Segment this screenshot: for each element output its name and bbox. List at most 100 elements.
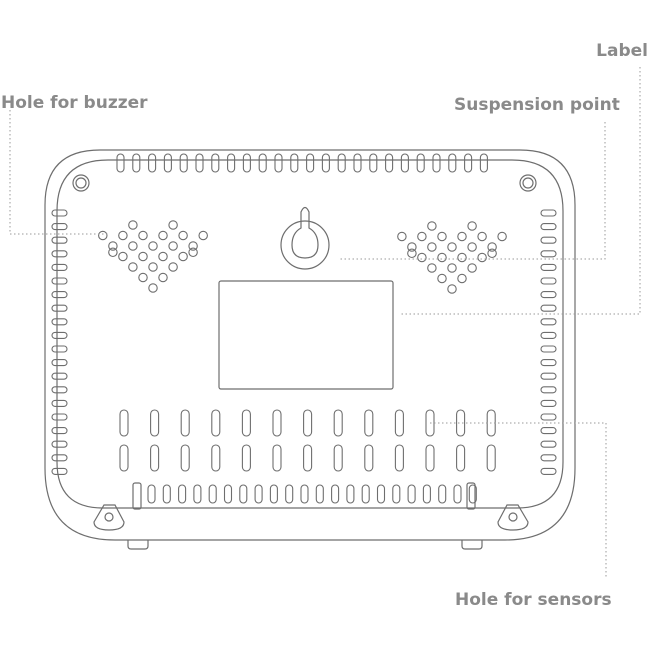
callout-label: Label — [596, 41, 648, 61]
buzzer-hole — [138, 272, 148, 283]
sensor-hole — [333, 409, 343, 437]
buzzer-hole — [138, 230, 148, 241]
vent-slot-top — [148, 153, 157, 173]
screw-hole-top-right — [519, 174, 537, 192]
vent-slot-right — [540, 223, 557, 231]
vent-slot-bottom — [208, 484, 217, 504]
vent-slot-top — [385, 153, 394, 173]
vent-slot-left — [51, 304, 68, 312]
vent-slot-top — [274, 153, 283, 173]
sensor-hole — [394, 409, 404, 437]
vent-slot-right — [540, 440, 557, 448]
buzzer-hole — [477, 231, 487, 242]
device-foot-right — [461, 540, 483, 550]
buzzer-hole — [158, 230, 168, 241]
sensor-hole — [180, 444, 190, 472]
vent-slot-top — [211, 153, 220, 173]
vent-slot-top — [258, 153, 267, 173]
buzzer-hole — [158, 251, 168, 262]
vent-slot-bottom — [239, 484, 248, 504]
buzzer-hole — [188, 247, 198, 258]
vent-slot-top — [179, 153, 188, 173]
sensor-hole — [394, 444, 404, 472]
sensor-hole — [241, 444, 251, 472]
vent-slot-top — [290, 153, 299, 173]
vent-slot-right — [540, 372, 557, 380]
vent-slot-left — [51, 318, 68, 326]
vent-slot-bottom — [315, 484, 324, 504]
sensor-hole — [364, 409, 374, 437]
buzzer-hole — [128, 241, 138, 251]
bottom-post-right — [466, 482, 476, 510]
vent-slot-top — [479, 153, 488, 173]
buzzer-hole — [457, 231, 467, 242]
screw-hole-top-right-inner — [522, 177, 534, 189]
sensor-hole — [456, 409, 466, 437]
suspension-keyhole-outer — [280, 220, 330, 270]
vent-slot-right — [540, 277, 557, 285]
vent-slot-bottom — [223, 484, 233, 504]
screw-boss-bottom-right — [497, 504, 529, 531]
leader-suspension — [338, 122, 606, 260]
vent-slot-bottom — [407, 484, 416, 504]
vent-slot-bottom — [300, 484, 309, 504]
buzzer-hole — [457, 252, 467, 263]
leader-sensors — [430, 422, 607, 578]
vent-slot-top — [337, 153, 346, 173]
buzzer-hole — [188, 241, 198, 251]
vent-slot-left — [51, 440, 68, 448]
vent-slot-right — [540, 236, 557, 244]
leader-lines — [9, 67, 641, 578]
vent-slot-right — [540, 399, 557, 407]
sensor-hole — [272, 444, 282, 472]
vent-slot-top — [353, 153, 362, 173]
vent-slot-left — [51, 386, 68, 394]
callout-hole-for-buzzer: Hole for buzzer — [1, 93, 148, 113]
sensor-hole — [272, 409, 282, 437]
vent-slot-bottom — [147, 484, 156, 504]
buzzer-hole — [397, 231, 407, 242]
buzzer-hole — [148, 241, 158, 251]
vent-slots — [51, 153, 557, 504]
callout-suspension-point: Suspension point — [454, 95, 620, 115]
buzzer-hole — [447, 242, 457, 252]
vent-slot-left — [51, 413, 68, 421]
buzzer-hole — [148, 262, 158, 272]
callout-hole-for-sensors: Hole for sensors — [455, 590, 612, 610]
vent-slot-left — [51, 454, 68, 462]
vent-slot-top — [163, 153, 172, 173]
vent-slot-top — [132, 153, 141, 173]
vent-slot-bottom — [331, 484, 340, 504]
buzzer-hole — [437, 273, 447, 284]
vent-slot-top — [195, 153, 204, 173]
buzzer-hole — [487, 242, 497, 252]
vent-slot-left — [51, 223, 68, 231]
vent-slot-bottom — [438, 484, 447, 504]
vent-slot-right — [540, 345, 557, 353]
sensor-hole — [211, 444, 221, 472]
buzzer-hole — [128, 262, 138, 272]
sensor-hole — [364, 444, 374, 472]
screw-hole-bottom-left — [104, 512, 114, 522]
buzzer-hole — [198, 230, 208, 241]
vent-slot-left — [51, 263, 68, 271]
sensor-hole — [333, 444, 343, 472]
buzzer-hole — [178, 230, 188, 241]
screw-hole-top-left — [72, 174, 90, 192]
vent-slot-top — [242, 153, 251, 173]
device-outer-shell — [44, 149, 576, 541]
leader-buzzer — [9, 110, 108, 235]
vent-slot-top — [400, 153, 409, 173]
screw-hole-top-left-inner — [75, 177, 87, 189]
buzzer-hole — [467, 263, 477, 273]
vent-slot-left — [51, 277, 68, 285]
label-area — [218, 280, 394, 390]
buzzer-hole — [427, 221, 437, 231]
vent-slot-right — [540, 427, 557, 435]
buzzer-hole — [168, 241, 178, 251]
buzzer-hole — [168, 220, 178, 230]
vent-slot-right — [540, 304, 557, 312]
buzzer-hole — [98, 230, 108, 241]
sensor-hole — [241, 409, 251, 437]
